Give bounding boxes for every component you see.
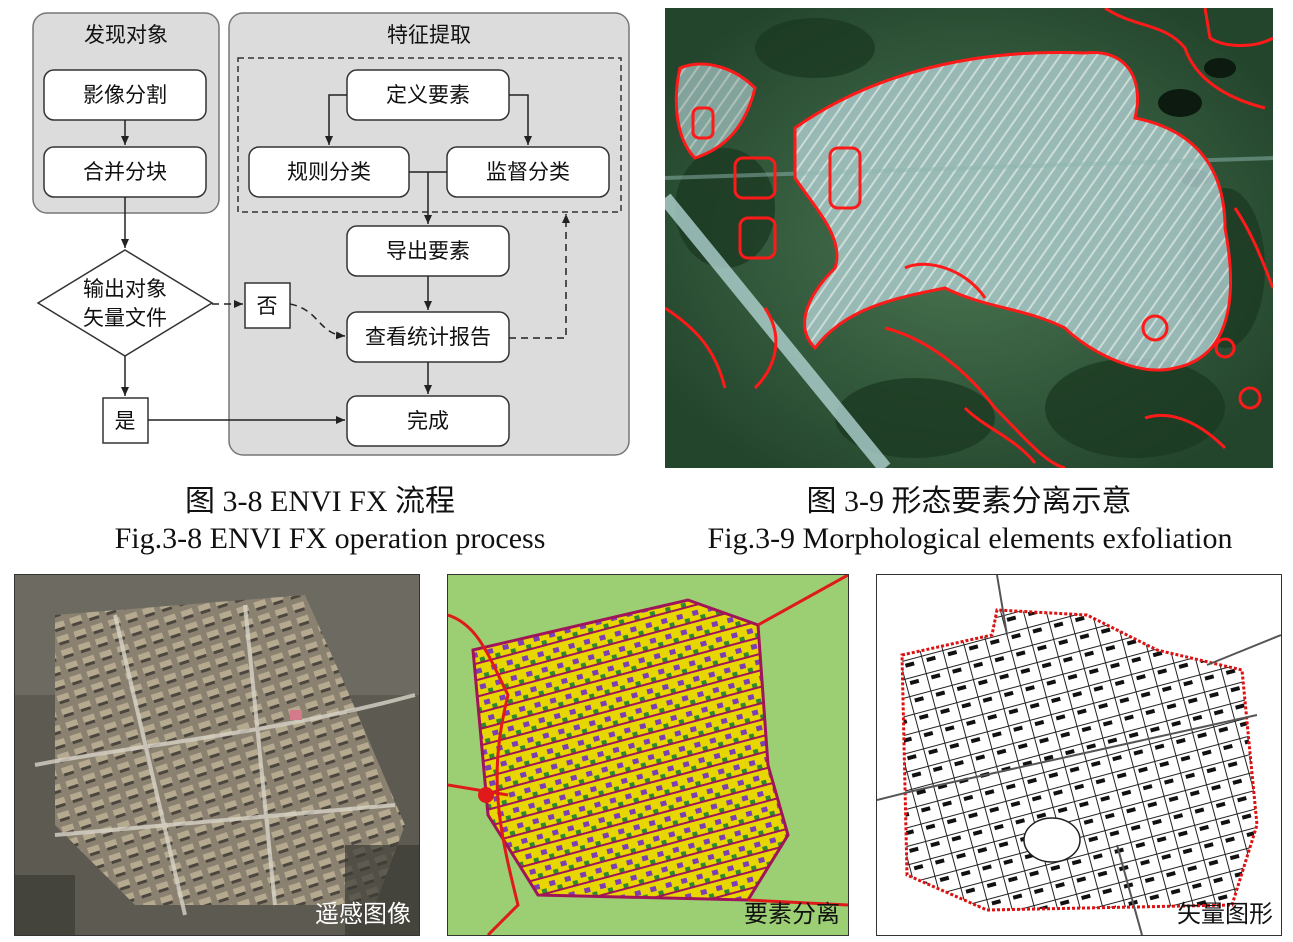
panel-label-separation: 要素分离 — [744, 900, 840, 928]
node-report: 查看统计报告 — [346, 311, 510, 363]
node-rule: 规则分类 — [248, 146, 410, 198]
node-report-label: 查看统计报告 — [365, 325, 491, 349]
classification-dashed-box — [237, 57, 622, 213]
node-supervised-label: 监督分类 — [486, 160, 570, 184]
panel-label-remote: 遥感图像 — [315, 900, 411, 928]
flow-connectors — [121, 94, 532, 424]
node-merge: 合并分块 — [43, 146, 207, 198]
node-decision: 输出对象 矢量文件 — [36, 249, 214, 357]
node-no-label: 否 — [257, 294, 278, 318]
node-export: 导出要素 — [346, 225, 510, 277]
decision-line1: 输出对象 — [83, 277, 167, 301]
node-merge-label: 合并分块 — [83, 160, 167, 184]
node-supervised: 监督分类 — [446, 146, 610, 198]
node-segment-label: 影像分割 — [83, 83, 167, 107]
element-separation-panel: 要素分离 — [447, 574, 849, 936]
flow-dashed-connectors — [212, 214, 570, 340]
node-segment: 影像分割 — [43, 69, 207, 121]
node-done-label: 完成 — [407, 409, 449, 433]
caption-fig-3-9-en: Fig.3-9 Morphological elements exfoliati… — [707, 522, 1233, 555]
group-discover-title: 发现对象 — [84, 23, 168, 47]
remote-sensing-panel: 遥感图像 — [14, 574, 420, 936]
group-extract-title: 特征提取 — [387, 23, 471, 47]
vector-graphics-panel: 矢量图形 — [876, 574, 1282, 936]
node-define-label: 定义要素 — [386, 83, 470, 107]
node-export-label: 导出要素 — [386, 239, 470, 263]
node-yes-label: 是 — [115, 409, 136, 433]
node-no: 否 — [244, 282, 291, 329]
separation-red-roads — [448, 575, 848, 935]
node-define: 定义要素 — [346, 69, 510, 121]
node-done: 完成 — [346, 395, 510, 447]
urban-area-hatch — [795, 52, 1231, 370]
node-rule-label: 规则分类 — [287, 160, 371, 184]
flowchart: 发现对象 特征提取 影像分割 合并分块 定义要素 规则分类 监督分类 导出要素 … — [32, 12, 630, 456]
decision-line2: 矢量文件 — [83, 306, 167, 330]
caption-fig-3-8-en: Fig.3-8 ENVI FX operation process — [114, 522, 546, 555]
red-boundaries — [665, 8, 1273, 468]
panel-label-vector: 矢量图形 — [1177, 900, 1273, 928]
node-yes: 是 — [102, 397, 149, 444]
morphology-satellite-image — [665, 8, 1273, 468]
caption-fig-3-8-cn: 图 3-8 ENVI FX 流程 — [185, 485, 455, 518]
caption-fig-3-9-cn: 图 3-9 形态要素分离示意 — [806, 485, 1132, 518]
